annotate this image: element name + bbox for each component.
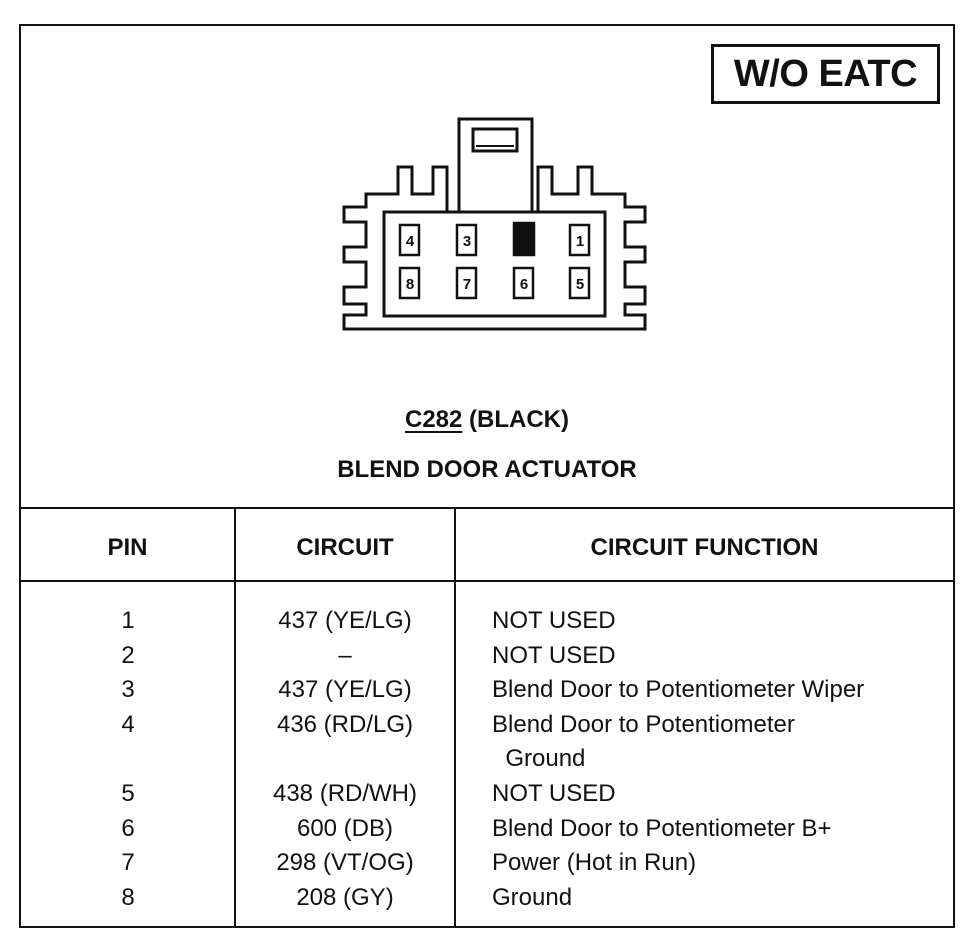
function-cell: Power (Hot in Run) (492, 849, 697, 877)
pin-cell: 7 (121, 849, 135, 877)
pin-label-5: 5 (576, 276, 584, 293)
circuit-cell: 600 (DB) (296, 814, 394, 842)
table-row: 8 208 (GY) Ground (21, 881, 953, 916)
function-cell: Blend Door to Potentiometer B+ (492, 814, 832, 842)
function-cell: NOT USED (492, 641, 616, 669)
circuit-cell: 208 (GY) (296, 883, 394, 911)
circuit-cell: 438 (RD/WH) (272, 779, 417, 807)
function-cell: Blend Door to Potentiometer (492, 710, 795, 738)
table-row: 6 600 (DB) Blend Door to Potentiometer B… (21, 812, 953, 847)
pin-label-8: 8 (406, 276, 414, 293)
circuit-cell: 437 (YE/LG) (278, 676, 412, 704)
connector-inner-cavity (382, 210, 607, 318)
circuit-cell: – (338, 641, 352, 669)
pin-cell: 3 (121, 676, 135, 704)
pin-cell: 8 (121, 883, 135, 911)
pin-cell: 5 (121, 779, 135, 807)
header-pin: PIN (107, 534, 148, 561)
column-divider-1 (234, 509, 236, 926)
pin-cell: 4 (121, 710, 135, 738)
pin-label-1: 1 (576, 233, 584, 250)
circuit-cell (235, 742, 455, 777)
connector-id: C282 (404, 406, 463, 433)
table-row: 7 298 (VT/OG) Power (Hot in Run) (21, 846, 953, 881)
pin-cell: 1 (121, 607, 135, 634)
function-cell: Ground (492, 883, 573, 911)
pin-cavity-4 (398, 223, 421, 257)
diagram-frame (19, 24, 955, 928)
function-cell: NOT USED (492, 779, 616, 807)
circuit-cell: 436 (RD/LG) (276, 710, 414, 738)
pin-table-body: 1 437 (YE/LG) NOT USED 2 – NOT USED 3 43… (21, 604, 953, 915)
table-row: 5 438 (RD/WH) NOT USED (21, 777, 953, 812)
table-header-rule (21, 580, 953, 582)
pin-cell (21, 742, 235, 777)
function-cell: Blend Door to Potentiometer Wiper (492, 676, 865, 704)
pin-label-3: 3 (463, 233, 471, 250)
pin-cavity-2-filled (512, 221, 536, 257)
pin-label-4: 4 (406, 233, 415, 250)
circuit-cell: 298 (VT/OG) (276, 849, 414, 877)
connector-name: BLEND DOOR ACTUATOR (337, 456, 637, 483)
function-cell: Ground (492, 745, 586, 773)
header-circuit-function: CIRCUIT FUNCTION (590, 534, 819, 561)
pin-cell: 6 (121, 814, 135, 842)
pin-cavity-1 (568, 223, 591, 257)
connector-color: (BLACK) (469, 406, 570, 433)
header-circuit: CIRCUIT (296, 534, 394, 561)
pin-cavity-5 (568, 266, 591, 300)
circuit-cell: 437 (YE/LG) (278, 607, 412, 634)
table-row: 3 437 (YE/LG) Blend Door to Potentiomete… (21, 673, 953, 708)
function-cell: NOT USED (492, 607, 616, 634)
table-top-rule (21, 507, 953, 509)
column-divider-2 (454, 509, 456, 926)
pin-cavity-7 (455, 266, 478, 300)
table-row: 4 436 (RD/LG) Blend Door to Potentiomete… (21, 708, 953, 743)
pin-cavity-3 (455, 223, 478, 257)
connector-housing-outline (342, 117, 647, 331)
connector-caption: C282 (BLACK) (0, 406, 974, 434)
pin-label-7: 7 (463, 276, 471, 293)
variant-badge: W/O EATC (711, 44, 940, 104)
table-row: 2 – NOT USED (21, 639, 953, 674)
pin-label-6: 6 (520, 276, 528, 293)
pin-cavity-8 (398, 266, 421, 300)
connector-latch-window (471, 127, 519, 153)
table-row: Ground (21, 742, 953, 777)
pin-cell: 2 (121, 641, 135, 669)
table-row: 1 437 (YE/LG) NOT USED (21, 604, 953, 639)
pin-cavity-6 (512, 266, 535, 300)
